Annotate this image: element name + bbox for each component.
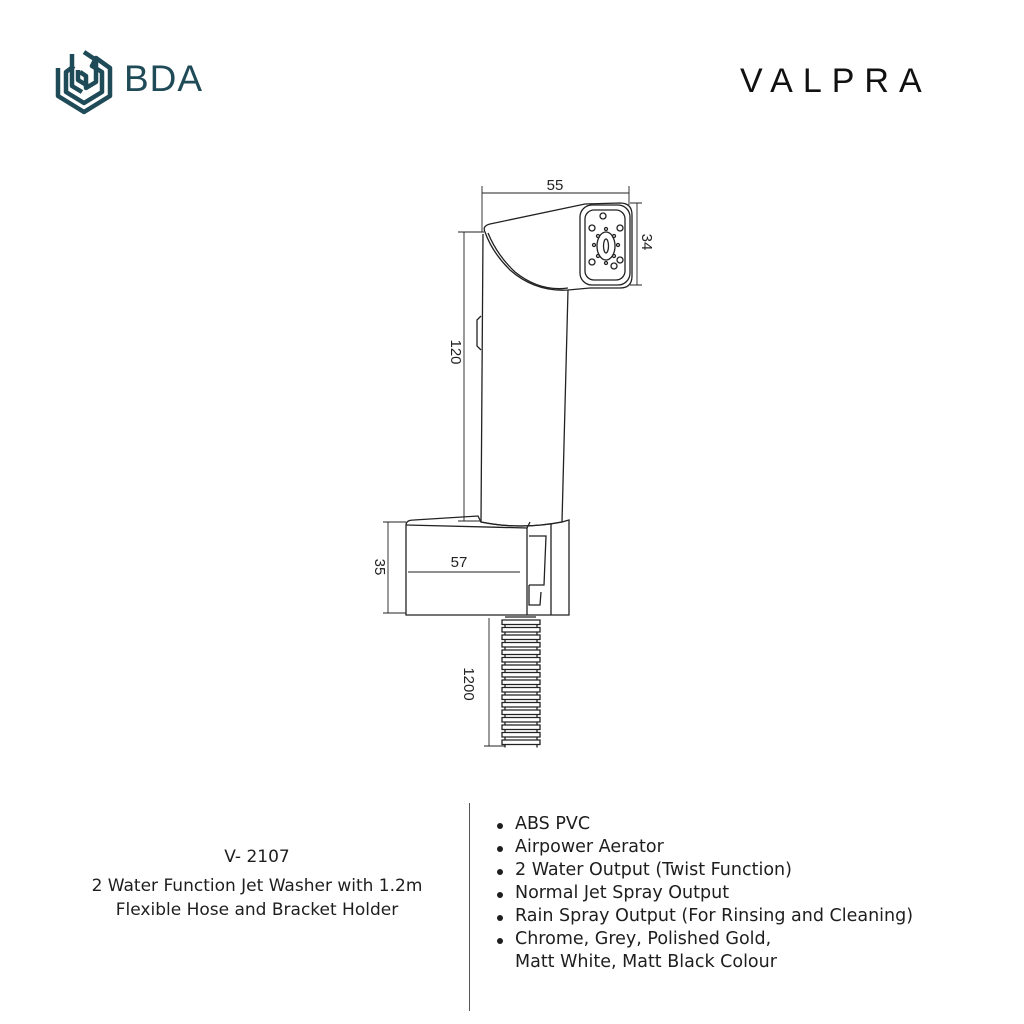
product-name-line2: Flexible Hose and Bracket Holder [115, 900, 399, 920]
spray-face [579, 204, 631, 286]
bracket-holder [405, 515, 570, 616]
bda-hexagon-logo-icon [55, 50, 113, 115]
feature-item: ABS PVC [493, 813, 913, 836]
feature-item: Airpower Aerator [493, 836, 913, 859]
handle-body [480, 233, 569, 527]
feature-item: 2 Water Output (Twist Function) [493, 859, 913, 882]
feature-item: Normal Jet Spray Output [493, 882, 913, 905]
feature-item: Rain Spray Output (For Rinsing and Clean… [493, 905, 913, 928]
product-name-line1: 2 Water Function Jet Washer with 1.2m [91, 876, 423, 896]
dim-body-height: 120 [447, 339, 464, 364]
bda-logo-text: BDA [124, 58, 204, 99]
product-info: V- 2107 2 Water Function Jet Washer with… [40, 845, 474, 922]
feature-item-continued: Matt White, Matt Black Colour [515, 952, 777, 972]
bda-logo [52, 46, 116, 122]
dim-head-width: 55 [547, 177, 564, 194]
dim-hose-length: 1200 [460, 667, 477, 700]
flexible-hose [501, 616, 541, 748]
jet-head-outline [483, 202, 633, 291]
dim-bracket-width: 57 [451, 554, 468, 571]
technical-drawing: 55 34 120 35 57 1200 [371, 177, 655, 748]
dim-head-height: 34 [638, 234, 655, 251]
dim-bracket-height: 35 [371, 559, 388, 576]
model-number: V- 2107 [224, 847, 290, 867]
feature-item: Chrome, Grey, Polished Gold, [493, 928, 913, 951]
valpra-logo: VALPRA [740, 62, 932, 100]
divider [469, 803, 470, 1011]
feature-list: ABS PVC Airpower Aerator 2 Water Output … [493, 813, 913, 974]
